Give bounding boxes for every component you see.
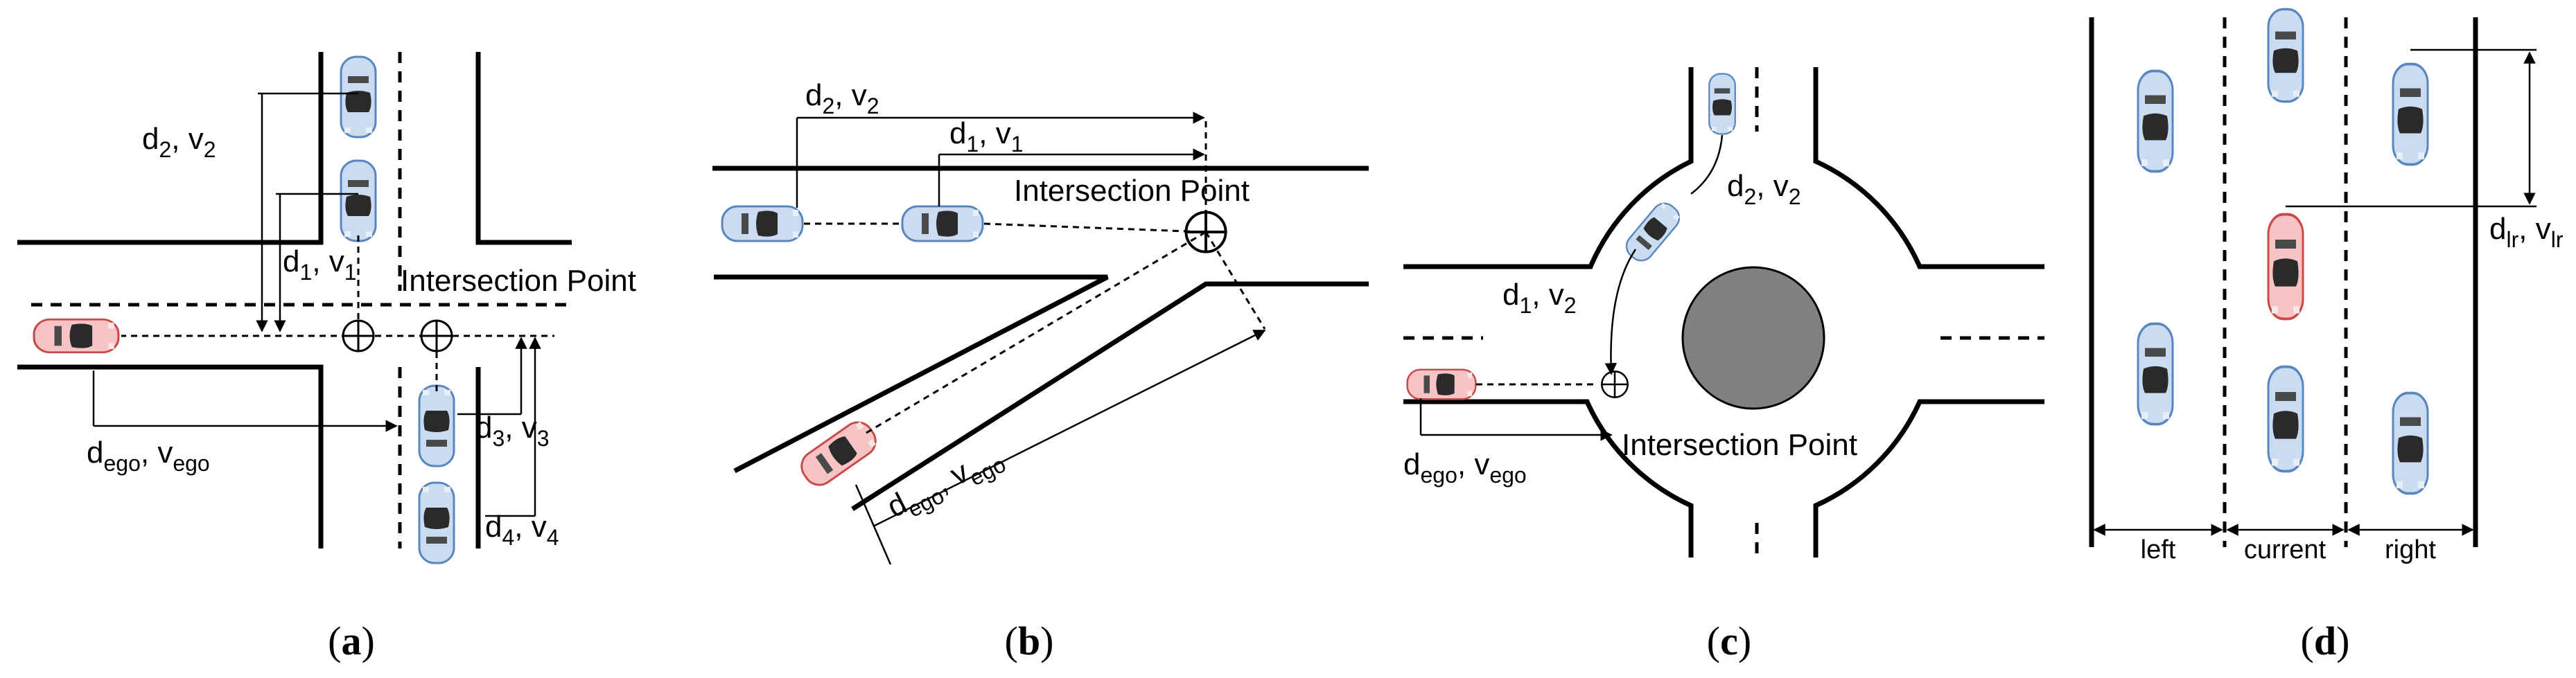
car-icon xyxy=(418,481,455,564)
svg-text:d1, v1: d1, v1 xyxy=(949,116,1024,157)
car-icon xyxy=(1708,73,1736,135)
car-icon xyxy=(340,55,377,139)
intersection-marker-icon xyxy=(420,319,453,353)
car-icon xyxy=(2392,391,2429,495)
roundabout-island xyxy=(1681,266,1825,410)
dlr-label: d xyxy=(2489,212,2506,246)
d4-label: d xyxy=(485,510,502,544)
car-icon xyxy=(794,415,883,492)
intersection-point-label: Intersection Point xyxy=(1014,174,1250,208)
lane-current-label: current xyxy=(2244,535,2327,564)
svg-text:dlr, vlr: dlr, vlr xyxy=(2489,212,2564,252)
intersection-marker-icon xyxy=(1601,371,1629,398)
lane-right-label: right xyxy=(2385,535,2436,564)
caption-d: (d) xyxy=(2301,618,2350,663)
dego-label: d xyxy=(87,436,103,470)
car-icon xyxy=(340,159,377,242)
car-icon xyxy=(418,384,455,467)
svg-text:dego, vego: dego, vego xyxy=(87,436,210,476)
intersection-point-label: Intersection Point xyxy=(401,264,636,298)
d3-label: d xyxy=(475,411,492,445)
svg-text:d2, v2: d2, v2 xyxy=(1727,169,1801,209)
d2-label: d xyxy=(142,122,159,156)
d2-label: d xyxy=(1727,169,1744,203)
svg-text:d3, v3: d3, v3 xyxy=(475,411,550,451)
caption-b: (b) xyxy=(1005,618,1054,663)
panel-b: d2, v2 d1, v1 Intersection Point dego, v… xyxy=(712,78,1369,663)
caption-a: (a) xyxy=(328,618,375,663)
d2-label: d xyxy=(805,78,822,112)
car-icon xyxy=(2392,62,2429,166)
intersection-point-label: Intersection Point xyxy=(1622,428,1857,462)
car-icon xyxy=(2267,213,2304,321)
svg-text:d1, v1: d1, v1 xyxy=(283,244,357,285)
car-icon xyxy=(1406,368,1477,400)
svg-text:d2, v2: d2, v2 xyxy=(805,78,879,118)
intersection-marker-icon xyxy=(1184,211,1227,253)
svg-text:d2, v2: d2, v2 xyxy=(142,122,216,162)
car-icon xyxy=(2137,69,2174,173)
car-icon xyxy=(2267,365,2304,473)
panel-a: d2, v2 d1, v1 Intersection Point dego, v… xyxy=(17,52,636,663)
lane-left-label: left xyxy=(2141,535,2176,564)
panel-c: d2, v2 d1, v2 Intersection Point dego, v… xyxy=(1403,67,2044,663)
car-icon xyxy=(721,205,804,242)
car-icon xyxy=(33,318,120,354)
car-icon xyxy=(901,205,984,242)
dego-label: d xyxy=(1403,447,1420,481)
svg-text:d4, v4: d4, v4 xyxy=(485,510,559,550)
intersection-marker-icon xyxy=(342,319,375,353)
panel-d: dlr, vlr left current right (d) xyxy=(2089,8,2564,663)
car-icon xyxy=(2137,322,2174,426)
d1-label: d xyxy=(1502,278,1519,312)
svg-text:d1, v2: d1, v2 xyxy=(1502,278,1577,318)
caption-c: (c) xyxy=(1707,618,1751,663)
d1-label: d xyxy=(283,244,299,278)
d1-label: d xyxy=(949,116,966,150)
svg-text:dego, vego: dego, vego xyxy=(1403,447,1527,488)
car-icon xyxy=(2267,8,2304,103)
